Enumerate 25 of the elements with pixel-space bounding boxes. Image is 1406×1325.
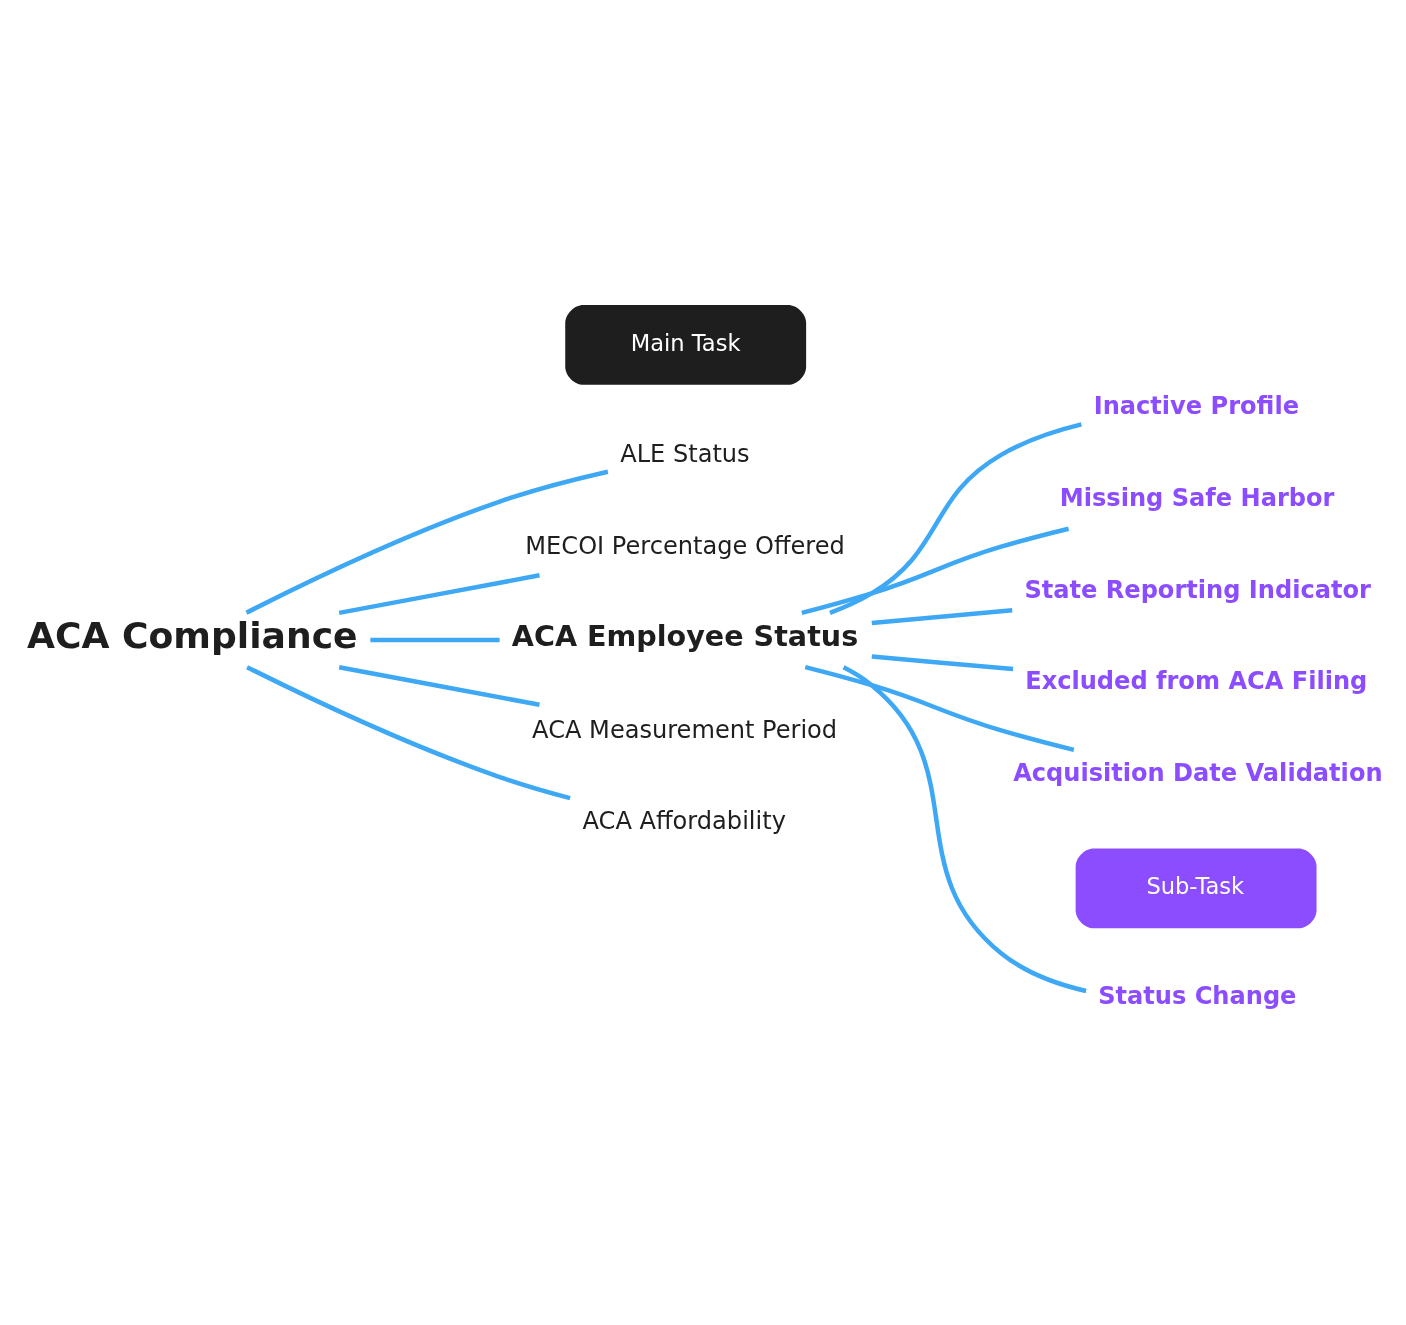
- node-text: Acquisition Date Validation: [1013, 758, 1383, 787]
- node-text: State Reporting Indicator: [1024, 575, 1371, 604]
- connector: [871, 607, 1013, 625]
- legend-label: Sub-Task: [1146, 872, 1245, 899]
- connector: [842, 664, 1087, 993]
- node-text: ACA Affordability: [582, 806, 786, 835]
- connector: [801, 526, 1070, 615]
- node-text: Missing Safe Harbor: [1059, 483, 1335, 512]
- node-text: ACA Measurement Period: [532, 715, 838, 744]
- connector: [246, 664, 571, 800]
- node-text: ACA Compliance: [26, 613, 358, 657]
- connector: [338, 664, 540, 707]
- node-text: MECOI Percentage Offered: [525, 531, 845, 560]
- node-text: ACA Employee Status: [511, 618, 859, 653]
- node-text: ALE Status: [620, 439, 750, 468]
- connector: [871, 653, 1014, 671]
- node-text: Excluded from ACA Filing: [1025, 666, 1368, 695]
- node-text: Status Change: [1098, 981, 1297, 1010]
- node-text: Inactive Profile: [1093, 391, 1299, 420]
- connector: [804, 664, 1075, 752]
- connector: [338, 572, 540, 615]
- connector: [370, 637, 500, 642]
- legend-label: Main Task: [630, 329, 741, 356]
- connector: [245, 469, 609, 615]
- connector: [829, 421, 1082, 615]
